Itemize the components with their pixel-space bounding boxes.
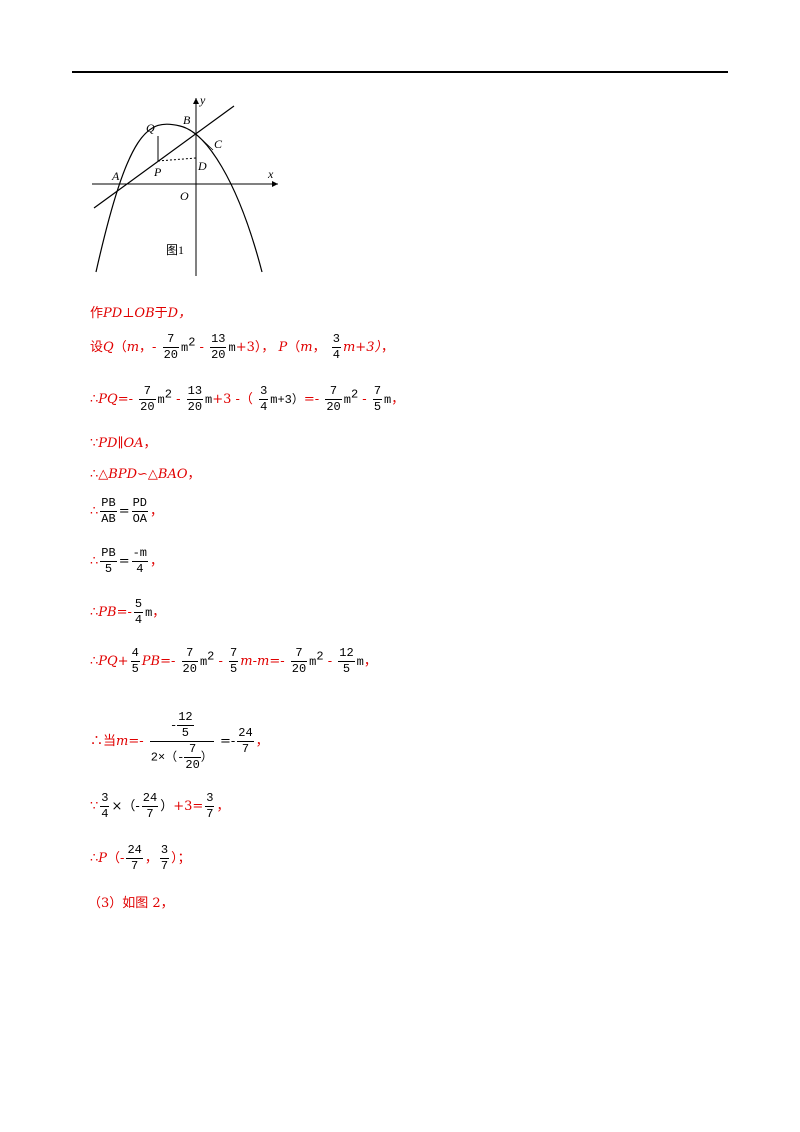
header-rule (72, 71, 728, 73)
line-ab (93, 105, 235, 209)
parabola-curve (95, 123, 263, 273)
solution-line-1: 作PD⊥OB于D， (90, 306, 192, 321)
segment-pd-dashed (157, 157, 197, 162)
solution-line-5: ∴△BPD∽△BAO， (90, 467, 201, 482)
label-a: A (111, 169, 120, 183)
label-q: Q (146, 121, 155, 135)
label-o: O (180, 189, 189, 203)
segment-bc (195, 133, 214, 151)
label-p: P (153, 165, 162, 179)
figure-1-graph: y x B Q C D P A O 图1 (92, 93, 278, 276)
solution-line-13: （3）如图 2， (88, 896, 174, 911)
label-x: x (267, 167, 274, 181)
label-y: y (199, 93, 206, 107)
label-d: D (197, 159, 207, 173)
solution-line-4: ∵PD∥OA， (90, 436, 157, 451)
label-c: C (214, 137, 223, 151)
label-b: B (183, 113, 191, 127)
figure-caption: 图1 (166, 243, 184, 257)
